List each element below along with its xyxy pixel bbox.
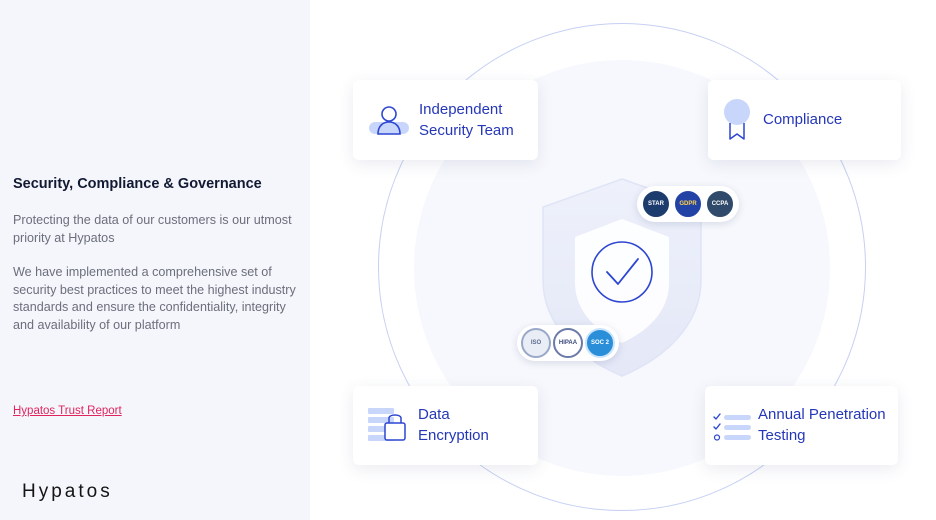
card-label-line2: Testing: [758, 426, 806, 444]
card-label-line2: Security Team: [419, 121, 514, 139]
trust-report-link[interactable]: Hypatos Trust Report: [13, 405, 122, 417]
info-panel: Security, Compliance & Governance Protec…: [0, 0, 310, 520]
card-security-team[interactable]: Independent Security Team: [353, 80, 538, 160]
card-data-encryption[interactable]: Data Encryption: [353, 386, 538, 465]
details-paragraph: We have implemented a comprehensive set …: [13, 265, 296, 332]
card-penetration-testing[interactable]: Annual Penetration Testing: [705, 386, 898, 465]
iso-badge: ISO: [521, 328, 551, 358]
section-heading: Security, Compliance & Governance: [13, 176, 262, 192]
hypatos-logo: Hypatos: [22, 481, 113, 502]
card-label-line2: Encryption: [418, 426, 489, 444]
card-compliance[interactable]: Compliance: [708, 80, 901, 160]
csa-star-badge: STAR: [641, 189, 671, 219]
hipaa-badge: HIPAA: [553, 328, 583, 358]
user-icon: [369, 106, 409, 135]
intro-paragraph: Protecting the data of our customers is …: [13, 213, 292, 245]
soc2-badge: SOC 2: [585, 328, 615, 358]
ccpa-badge: CCPA: [705, 189, 735, 219]
outer-ring: [378, 23, 866, 511]
award-ribbon-icon: [724, 99, 750, 140]
gdpr-badge: GDPR: [673, 189, 703, 219]
card-label-line1: Compliance: [763, 111, 843, 128]
lock-icon: [368, 408, 406, 441]
card-label-line1: Independent: [419, 101, 503, 118]
card-label-line1: Annual Penetration: [758, 406, 886, 423]
card-label-line1: Data: [418, 406, 450, 423]
checklist-icon: [713, 413, 751, 441]
